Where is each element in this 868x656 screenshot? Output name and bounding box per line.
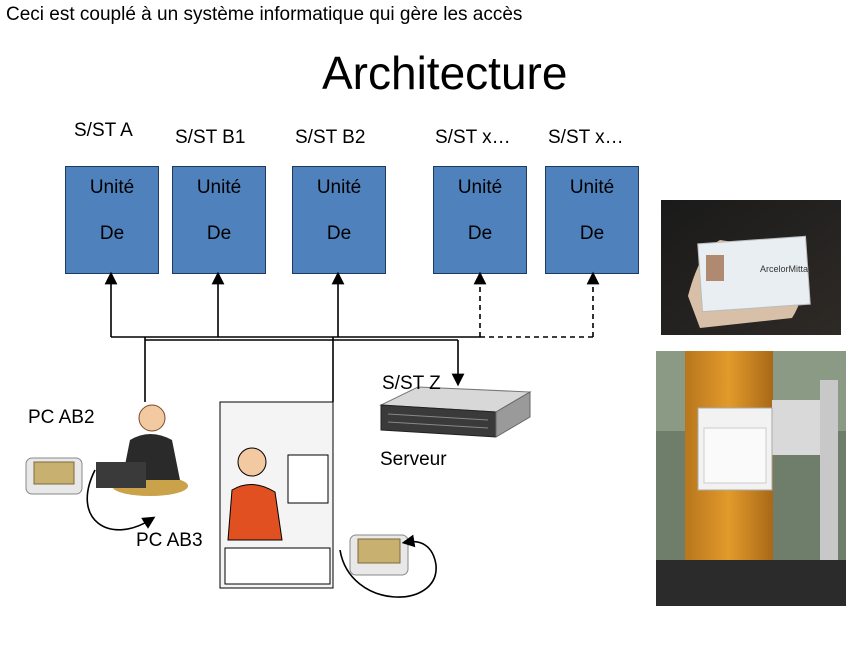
badge-brand-text: ArcelorMittal xyxy=(760,264,810,274)
unit-line1: Unité xyxy=(316,177,362,198)
unit-line2: De xyxy=(99,223,125,244)
unit-line1: Unité xyxy=(89,177,135,198)
unit-line2: De xyxy=(206,223,232,244)
unit-box-x1: Unité De xyxy=(433,166,527,274)
server-label: S/ST Z xyxy=(382,373,441,394)
unit-line2: De xyxy=(579,223,605,244)
unit-label-b2: S/ST B2 xyxy=(295,127,366,148)
unit-box-x2: Unité De xyxy=(545,166,639,274)
badge-photo: ArcelorMittal xyxy=(661,200,841,335)
unit-label-b1: S/ST B1 xyxy=(175,127,246,148)
unit-line1: Unité xyxy=(569,177,615,198)
diagram-title: Architecture xyxy=(322,47,568,99)
unit-label-x2: S/ST x… xyxy=(548,127,624,148)
card-reader-icon-left xyxy=(25,457,83,495)
unit-box-b2: Unité De xyxy=(292,166,386,274)
pc-ab3-label: PC AB3 xyxy=(136,530,203,551)
bus-lines xyxy=(104,271,600,402)
unit-line1: Unité xyxy=(196,177,242,198)
unit-label-a: S/ST A xyxy=(74,120,133,141)
unit-box-a: Unité De xyxy=(65,166,159,274)
unit-line1: Unité xyxy=(457,177,503,198)
server-icon xyxy=(379,386,532,438)
pc-ab2-label: PC AB2 xyxy=(28,407,95,428)
unit-label-x1: S/ST x… xyxy=(435,127,511,148)
caption-text: Ceci est couplé à un système informatiqu… xyxy=(6,4,523,25)
unit-line2: De xyxy=(326,223,352,244)
unit-line2: De xyxy=(467,223,493,244)
reader-pillar-photo xyxy=(656,351,846,606)
person-laptop-icon xyxy=(96,404,188,496)
office-worker-illustration xyxy=(219,401,334,589)
server-caption: Serveur xyxy=(380,449,447,470)
card-reader-icon-right xyxy=(349,534,409,576)
